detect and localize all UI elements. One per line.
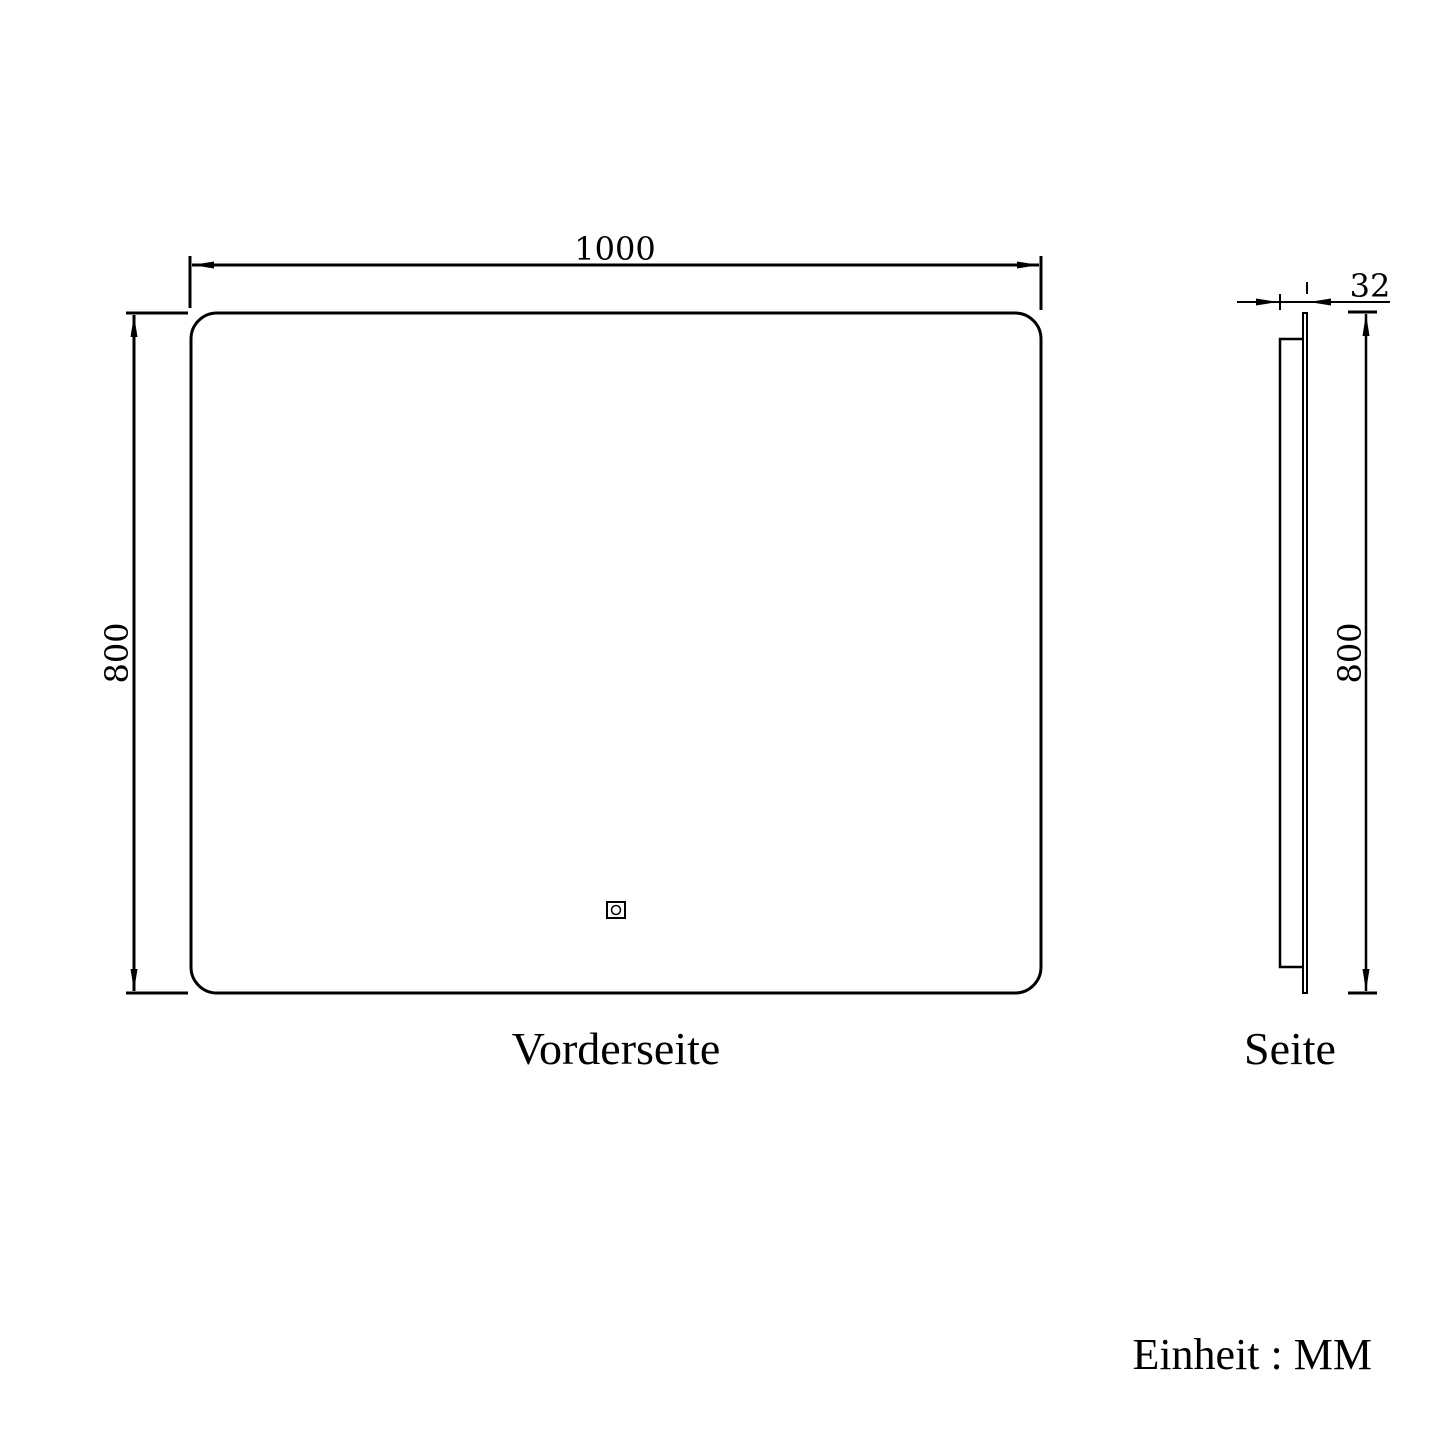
front-view: 1000 800 Vorderseite [98, 230, 1043, 1074]
width-dimension: 1000 [188, 230, 1043, 310]
depth-value: 32 [1350, 267, 1391, 305]
touch-switch-icon [606, 901, 626, 919]
back-frame [1278, 337, 1303, 969]
mirror-outline [189, 311, 1043, 995]
side-view: 32 800 Seite [1237, 267, 1390, 1074]
front-view-label: Vorderseite [512, 1023, 721, 1074]
side-view-label: Seite [1244, 1023, 1336, 1074]
unit-label: Einheit : MM [1132, 1330, 1372, 1379]
height-dimension-front: 800 [98, 311, 188, 995]
width-value: 1000 [574, 230, 655, 268]
height-dimension-side: 800 [1331, 310, 1377, 995]
depth-dimension: 32 [1237, 267, 1390, 310]
height-value-front: 800 [98, 622, 136, 683]
mirror-glass-panel [1302, 312, 1308, 994]
height-value-side: 800 [1331, 622, 1369, 683]
